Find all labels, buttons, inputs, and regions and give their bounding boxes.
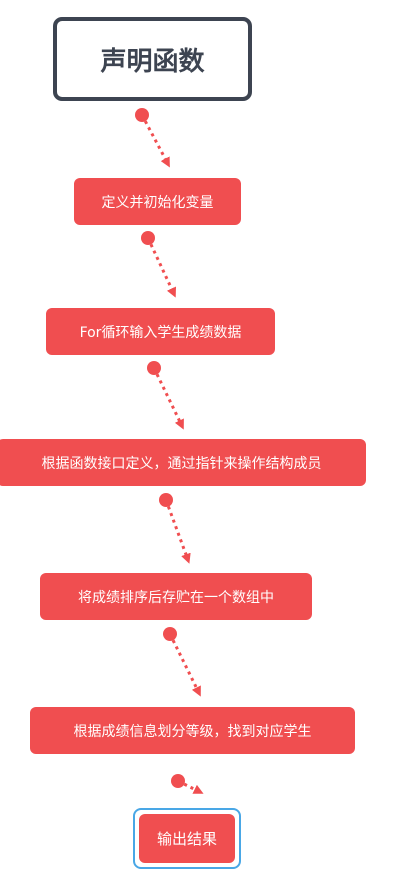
connector-4 (163, 627, 201, 697)
step-node-pointer-operate[interactable]: 根据函数接口定义，通过指针来操作结构成员 (0, 439, 366, 486)
connector-3 (159, 493, 191, 564)
step-label: For循环输入学生成绩数据 (79, 324, 242, 341)
connector-0 (135, 108, 170, 168)
step-node-sort-store[interactable]: 将成绩排序后存贮在一个数组中 (40, 573, 312, 620)
step-node-input-scores[interactable]: For循环输入学生成绩数据 (46, 308, 275, 355)
end-node-output-result[interactable]: 输出结果 (139, 814, 235, 863)
step-label: 根据函数接口定义，通过指针来操作结构成员 (41, 455, 322, 472)
step-label: 将成绩排序后存贮在一个数组中 (78, 589, 274, 606)
step-label: 根据成绩信息划分等级，找到对应学生 (73, 723, 312, 740)
selection-outline: 输出结果 (133, 808, 241, 869)
start-node-declare-function[interactable]: 声明函数 (53, 17, 252, 101)
step-node-grade-find[interactable]: 根据成绩信息划分等级，找到对应学生 (30, 707, 355, 754)
end-node-label: 输出结果 (156, 830, 217, 848)
step-label: 定义并初始化变量 (101, 194, 214, 211)
connector-1 (141, 231, 177, 298)
connector-2 (147, 361, 184, 430)
start-node-label: 声明函数 (100, 46, 205, 77)
step-node-init-variables[interactable]: 定义并初始化变量 (74, 178, 241, 225)
connector-5 (171, 774, 204, 794)
